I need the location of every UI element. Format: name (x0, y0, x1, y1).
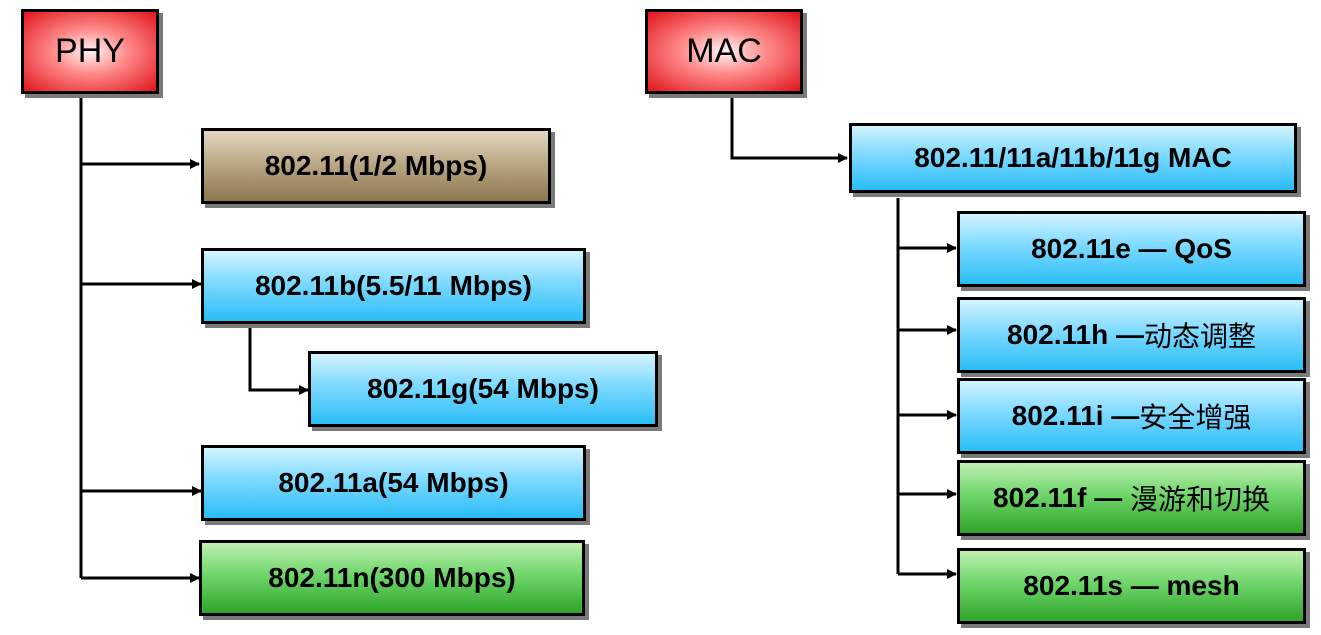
phy-sub-branch-arrow (248, 322, 309, 395)
mac-node-separator: — (1086, 482, 1130, 513)
mac-node-separator: — (1108, 319, 1144, 350)
phy-node-label: 802.11b(5.5/11 Mbps) (254, 270, 533, 301)
mac-node-separator: — (1122, 570, 1167, 601)
mac-node-desc: 漫游和切换 (1129, 483, 1270, 516)
mac-base-label: 802.11/11a/11b/11g MAC (914, 142, 1232, 173)
mac-root-box: MAC (645, 9, 803, 94)
mac-base-box: 802.11/11a/11b/11g MAC (849, 123, 1297, 193)
mac-base-arrow (730, 94, 848, 163)
mac-node-desc: mesh (1166, 570, 1240, 601)
phy-node-label: 802.11g(54 Mbps) (367, 373, 599, 404)
mac-node-802-11h: 802.11h —动态调整 (957, 297, 1306, 373)
phy-node-label: 802.11(1/2 Mbps) (264, 150, 488, 181)
phy-node-802-11a: 802.11a(54 Mbps) (201, 445, 586, 521)
phy-root-label: PHY (55, 32, 125, 70)
mac-node-802-11e: 802.11e — QoS (957, 211, 1306, 287)
mac-node-code: 802.11s (1023, 570, 1123, 601)
phy-node-802-11: 802.11(1/2 Mbps) (201, 128, 551, 204)
mac-node-code: 802.11e (1031, 233, 1131, 264)
mac-node-separator: — (1130, 233, 1175, 264)
mac-node-802-11s: 802.11s — mesh (957, 548, 1306, 624)
mac-node-code: 802.11i (1011, 400, 1104, 431)
phy-node-802-11b: 802.11b(5.5/11 Mbps) (201, 248, 586, 324)
phy-node-802-11g: 802.11g(54 Mbps) (308, 351, 658, 427)
mac-node-802-11i: 802.11i —安全增强 (957, 378, 1306, 454)
mac-node-code: 802.11h (1007, 319, 1109, 350)
mac-node-desc: 动态调整 (1143, 320, 1256, 353)
mac-node-desc: 安全增强 (1139, 401, 1252, 434)
mac-root-label: MAC (686, 32, 762, 70)
phy-node-label: 802.11n(300 Mbps) (268, 562, 516, 593)
phy-node-802-11n: 802.11n(300 Mbps) (199, 540, 585, 616)
phy-node-label: 802.11a(54 Mbps) (278, 467, 509, 498)
mac-node-code: 802.11f (993, 482, 1087, 513)
mac-node-separator: — (1103, 400, 1140, 431)
mac-node-802-11f: 802.11f — 漫游和切换 (957, 460, 1306, 536)
mac-node-desc: QoS (1174, 233, 1232, 264)
phy-root-box: PHY (21, 9, 159, 94)
